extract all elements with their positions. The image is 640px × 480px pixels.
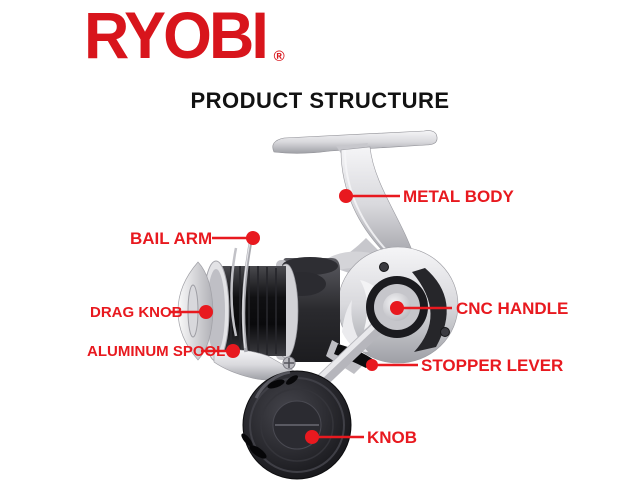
knob-dot (305, 430, 319, 444)
bail-arm-dot (246, 231, 260, 245)
label-cnc-handle: CNC HANDLE (456, 299, 569, 318)
cnc-handle-dot (390, 301, 404, 315)
handle-knob-part (241, 370, 352, 480)
label-aluminum-spool: ALUMINUM SPOOL (87, 343, 226, 360)
aluminum-spool-dot (226, 344, 240, 358)
leader-dots (199, 189, 404, 444)
registered-trademark-symbol: ® (273, 48, 285, 65)
aluminum-spool-part (202, 260, 299, 362)
label-stopper-lever: STOPPER LEVER (421, 356, 564, 375)
bail-arm-wire (230, 233, 254, 353)
body-screw-top (379, 262, 389, 272)
label-metal-body: METAL BODY (403, 187, 514, 206)
ryobi-logo-text: RYOBI (84, 0, 269, 72)
label-knob: KNOB (367, 428, 418, 447)
stopper-lever-dot (366, 359, 378, 371)
drag-knob-dot (199, 305, 213, 319)
label-bail-arm: BAIL ARM (130, 229, 213, 248)
page-title: PRODUCT STRUCTURE (190, 88, 450, 113)
body-screw-bottom (440, 327, 450, 337)
label-drag-knob: DRAG KNOB (90, 304, 183, 321)
metal-body-dot (339, 189, 353, 203)
ryobi-logo: RYOBI® (84, 2, 285, 68)
